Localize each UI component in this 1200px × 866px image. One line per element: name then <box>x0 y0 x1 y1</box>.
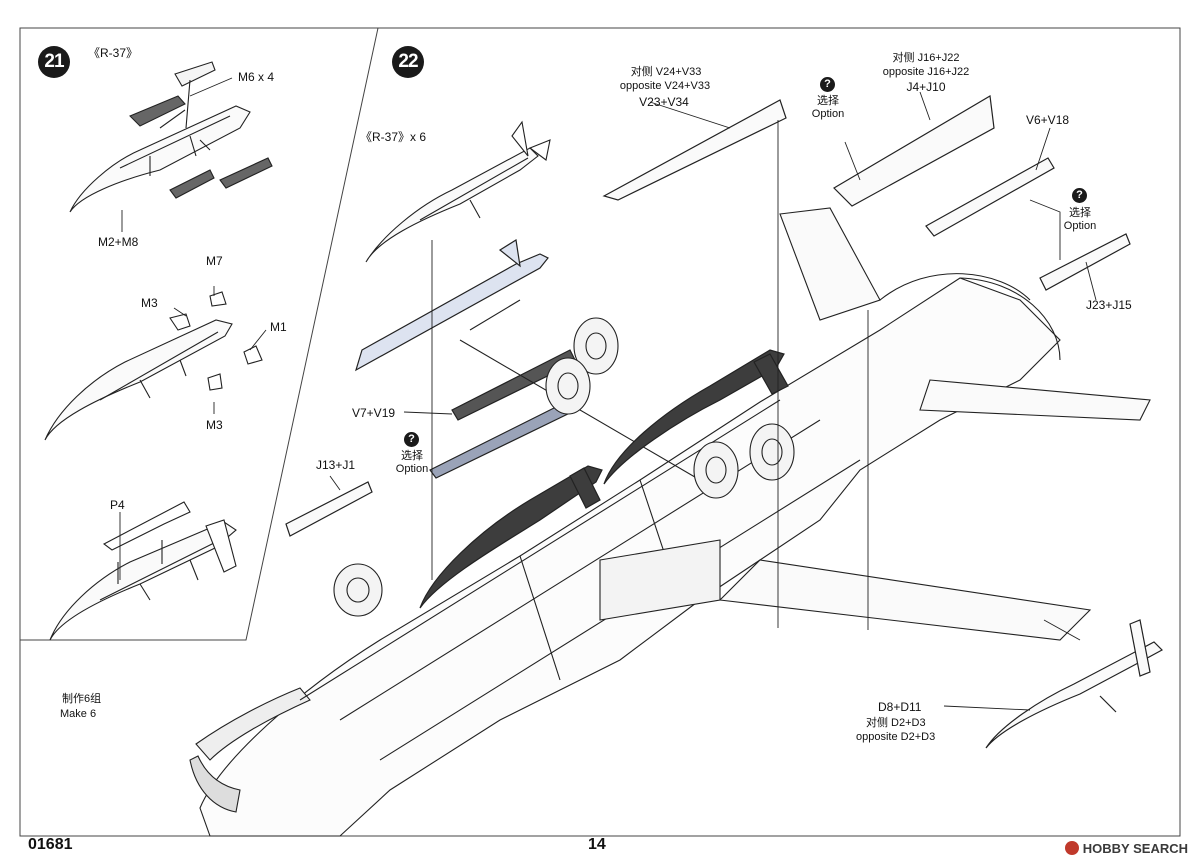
label-v23: V23+V34 <box>639 95 689 109</box>
make-6-en: Make 6 <box>60 708 97 720</box>
label-m3-bottom: M3 <box>206 418 223 432</box>
label-d2-en: opposite D2+D3 <box>856 731 936 743</box>
label-j13: J13+J1 <box>316 458 356 472</box>
label-p4: P4 <box>110 498 125 512</box>
label-m3-top: M3 <box>141 296 158 310</box>
label-v6: V6+V18 <box>1026 113 1070 127</box>
step-divider <box>20 27 379 641</box>
page-number: 14 <box>588 836 606 853</box>
step21-title: 《R-37》 <box>88 46 139 60</box>
kit-code: 01681 <box>28 836 73 853</box>
light-missile <box>355 253 549 372</box>
pylon-j23 <box>1039 233 1131 291</box>
option-cn-1: 选择 <box>817 95 839 107</box>
pylon-j4 <box>833 95 995 207</box>
label-v7: V7+V19 <box>352 406 396 420</box>
watermark-text: HOBBY SEARCH <box>1082 841 1188 856</box>
label-m6: M6 x 4 <box>238 70 275 84</box>
r37-missile-4 <box>365 120 551 263</box>
step-22-badge: 22 <box>392 46 424 78</box>
label-j4: J4+J10 <box>906 80 946 94</box>
dark-missile-2 <box>603 349 785 485</box>
label-m2-m8: M2+M8 <box>98 235 139 249</box>
label-j16-cn: 对侧 J16+J22 <box>892 52 960 64</box>
hobby-search-watermark: HOBBY SEARCH <box>1064 841 1188 856</box>
label-v24-en: opposite V24+V33 <box>619 80 711 92</box>
r37-missile-2 <box>44 291 263 441</box>
v7-rail-2 <box>429 399 577 479</box>
option-question-icon-1: ? <box>820 77 835 92</box>
r37-missile-1 <box>69 61 273 213</box>
option-question-icon-3: ? <box>404 432 419 447</box>
option-en-2: Option <box>1063 220 1097 232</box>
label-m1: M1 <box>270 320 287 334</box>
make-6-cn: 制作6组 <box>62 693 102 705</box>
panel-frame <box>19 27 1181 837</box>
aircraft-airframe <box>189 207 1151 837</box>
pylon-v6 <box>925 157 1055 237</box>
option-question-icon-2: ? <box>1072 188 1087 203</box>
pylon-j13 <box>285 481 373 537</box>
r77-missile <box>985 641 1163 749</box>
hobby-search-logo-icon <box>1064 841 1079 855</box>
option-en-3: Option <box>395 463 429 475</box>
landing-gear <box>333 317 795 617</box>
step-21-badge: 21 <box>38 46 70 78</box>
label-v24-cn: 对侧 V24+V33 <box>630 66 702 78</box>
option-cn-2: 选择 <box>1069 207 1091 219</box>
dark-missile-1 <box>419 465 603 609</box>
r37-missile-3 <box>49 501 237 641</box>
label-r37-x6: 《R-37》x 6 <box>360 130 427 144</box>
label-j23: J23+J15 <box>1086 298 1132 312</box>
label-d8: D8+D11 <box>878 700 922 714</box>
label-d2-cn: 对侧 D2+D3 <box>866 717 926 729</box>
option-en-1: Option <box>811 108 845 120</box>
pylon-v23 <box>602 99 787 201</box>
option-cn-3: 选择 <box>401 450 423 462</box>
label-j16-en: opposite J16+J22 <box>882 66 970 78</box>
label-m7: M7 <box>206 254 223 268</box>
